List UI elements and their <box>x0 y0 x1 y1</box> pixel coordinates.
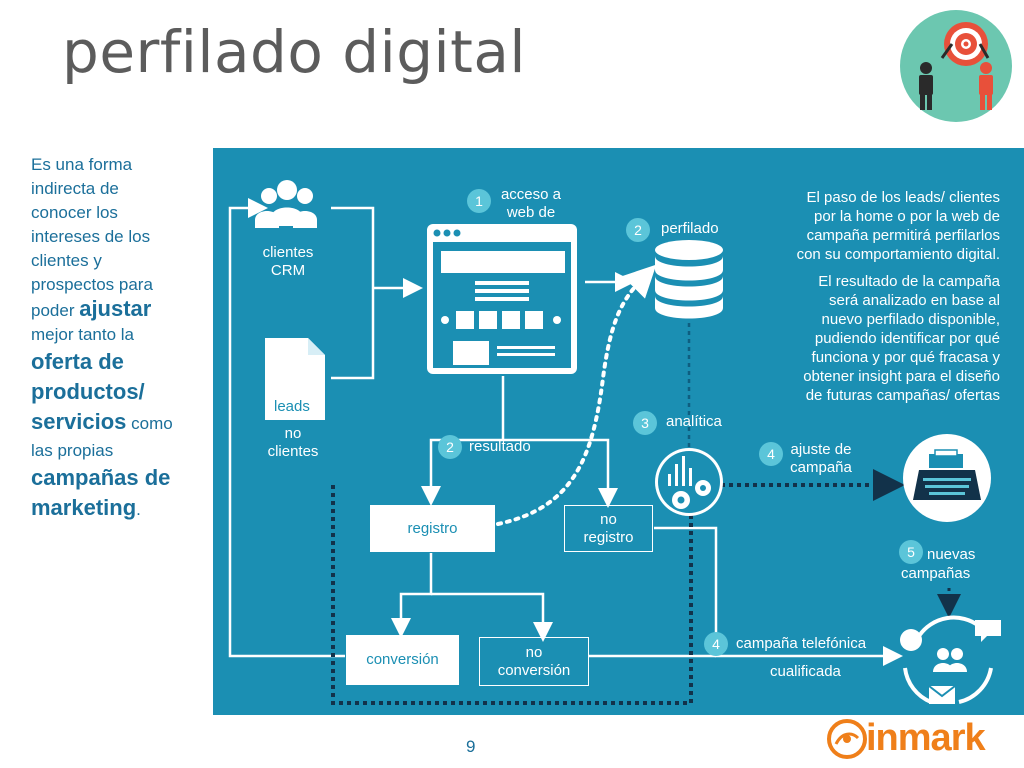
step-badge-5: 5 <box>899 540 923 564</box>
leads-label: leads <box>274 398 310 415</box>
ajuste-campana-label: ajuste de campaña <box>779 441 863 477</box>
users-group-icon <box>255 180 317 228</box>
desc1-line: campaña permitirá perfilarlos <box>806 227 1000 244</box>
intro-line: conocer los <box>31 203 118 222</box>
document-icon <box>265 338 325 420</box>
intro-mejor: mejor tanto la <box>31 325 134 344</box>
step-badge-2-resultado: 2 <box>438 435 462 459</box>
web-page-icon <box>427 224 577 374</box>
desc2-line: de futuras campañas/ ofertas <box>805 387 1000 404</box>
desc2-line: El resultado de la campaña <box>818 273 1000 290</box>
intro-ajustar: ajustar <box>79 296 152 321</box>
intro-propias: las propias <box>31 441 114 460</box>
intro-productos: productos/ <box>31 379 145 404</box>
no-conversion-text: conversión <box>497 661 571 679</box>
analytics-gears-icon <box>655 448 723 516</box>
no-conversion-no: no <box>525 643 543 661</box>
intro-oferta: oferta de <box>31 349 124 374</box>
intro-line: prospectos para <box>31 275 153 294</box>
desc2-line: funciona y por qué fracasa y <box>811 349 1000 366</box>
no-registro-text: registro <box>583 528 634 546</box>
step-badge-4-telefonica: 4 <box>704 632 728 656</box>
acceso-web-label: acceso a web de <box>495 186 567 222</box>
desc1-line: El paso de los leads/ clientes <box>806 189 1000 206</box>
intro-line: clientes y <box>31 251 102 270</box>
intro-servicios: servicios <box>31 409 127 434</box>
no-clientes-text: clientes <box>267 443 319 460</box>
intro-poder: poder <box>31 301 80 320</box>
typewriter-icon <box>903 434 991 522</box>
analitica-label: analítica <box>666 413 722 430</box>
contact-cycle-icon <box>900 615 1001 704</box>
desc1-line: por la home o por la web de <box>814 208 1000 225</box>
resultado-label: resultado <box>469 438 531 455</box>
desc1-line: con su comportamiento digital. <box>796 246 1000 263</box>
intro-line: indirecta de <box>31 179 119 198</box>
intro-marketing: marketing <box>31 495 137 520</box>
database-icon <box>655 240 723 319</box>
desc2-line: pudiendo identificar por qué <box>814 330 1000 347</box>
target-people-icon <box>900 10 1012 122</box>
diagram-panel: clientes CRM leads no clientes 1 acceso … <box>213 148 1024 715</box>
step-badge-3: 3 <box>633 411 657 435</box>
desc2-line: será analizado en base al <box>829 292 1000 309</box>
intro-line: intereses de los <box>31 227 151 246</box>
perfilado-label: perfilado <box>661 220 719 237</box>
step-badge-4-ajuste: 4 <box>759 442 783 466</box>
intro-text: Es una forma indirecta de conocer los in… <box>31 153 211 525</box>
campana-text: campaña <box>790 459 852 476</box>
desc2-line: nuevo perfilado disponible, <box>821 311 1000 328</box>
ajuste-text: ajuste de <box>790 441 852 458</box>
clientes-crm-label: clientes CRM <box>253 244 323 280</box>
intro-line: Es una forma <box>31 155 133 174</box>
diagram-connectors <box>228 180 1001 705</box>
cualificada-label: cualificada <box>770 663 841 680</box>
slide-title: perfilado digital <box>62 18 527 86</box>
no-registro-no: no <box>600 510 617 528</box>
no-text: no <box>284 425 302 442</box>
registro-box: registro <box>370 505 495 552</box>
nuevas-label: nuevas <box>927 546 976 563</box>
step-badge-1: 1 <box>467 189 491 213</box>
description-resultado: El resultado de la campaña será analizad… <box>743 272 1000 405</box>
description-perfilado: El paso de los leads/ clientes por la ho… <box>743 188 1000 264</box>
clientes-text: clientes <box>262 244 314 261</box>
step-badge-2-perfilado: 2 <box>626 218 650 242</box>
intro-period: . <box>136 500 141 519</box>
no-conversion-box: no conversión <box>479 637 589 686</box>
page-number: 9 <box>466 737 476 756</box>
crm-text: CRM <box>270 262 306 279</box>
desc2-line: obtener insight para el diseño <box>803 368 1000 385</box>
campana-telefonica-label: campaña telefónica <box>736 635 867 652</box>
campanas-label: campañas <box>901 565 971 582</box>
intro-como: como <box>126 414 173 433</box>
no-registro-box: no registro <box>564 505 653 552</box>
intro-campanas: campañas de <box>31 465 171 490</box>
conversion-box: conversión <box>346 635 459 685</box>
no-clientes-label: no clientes <box>253 425 333 461</box>
brand-name: inmark <box>866 717 986 759</box>
web-text: web de <box>506 204 556 221</box>
acceso-text: acceso a <box>500 186 562 203</box>
